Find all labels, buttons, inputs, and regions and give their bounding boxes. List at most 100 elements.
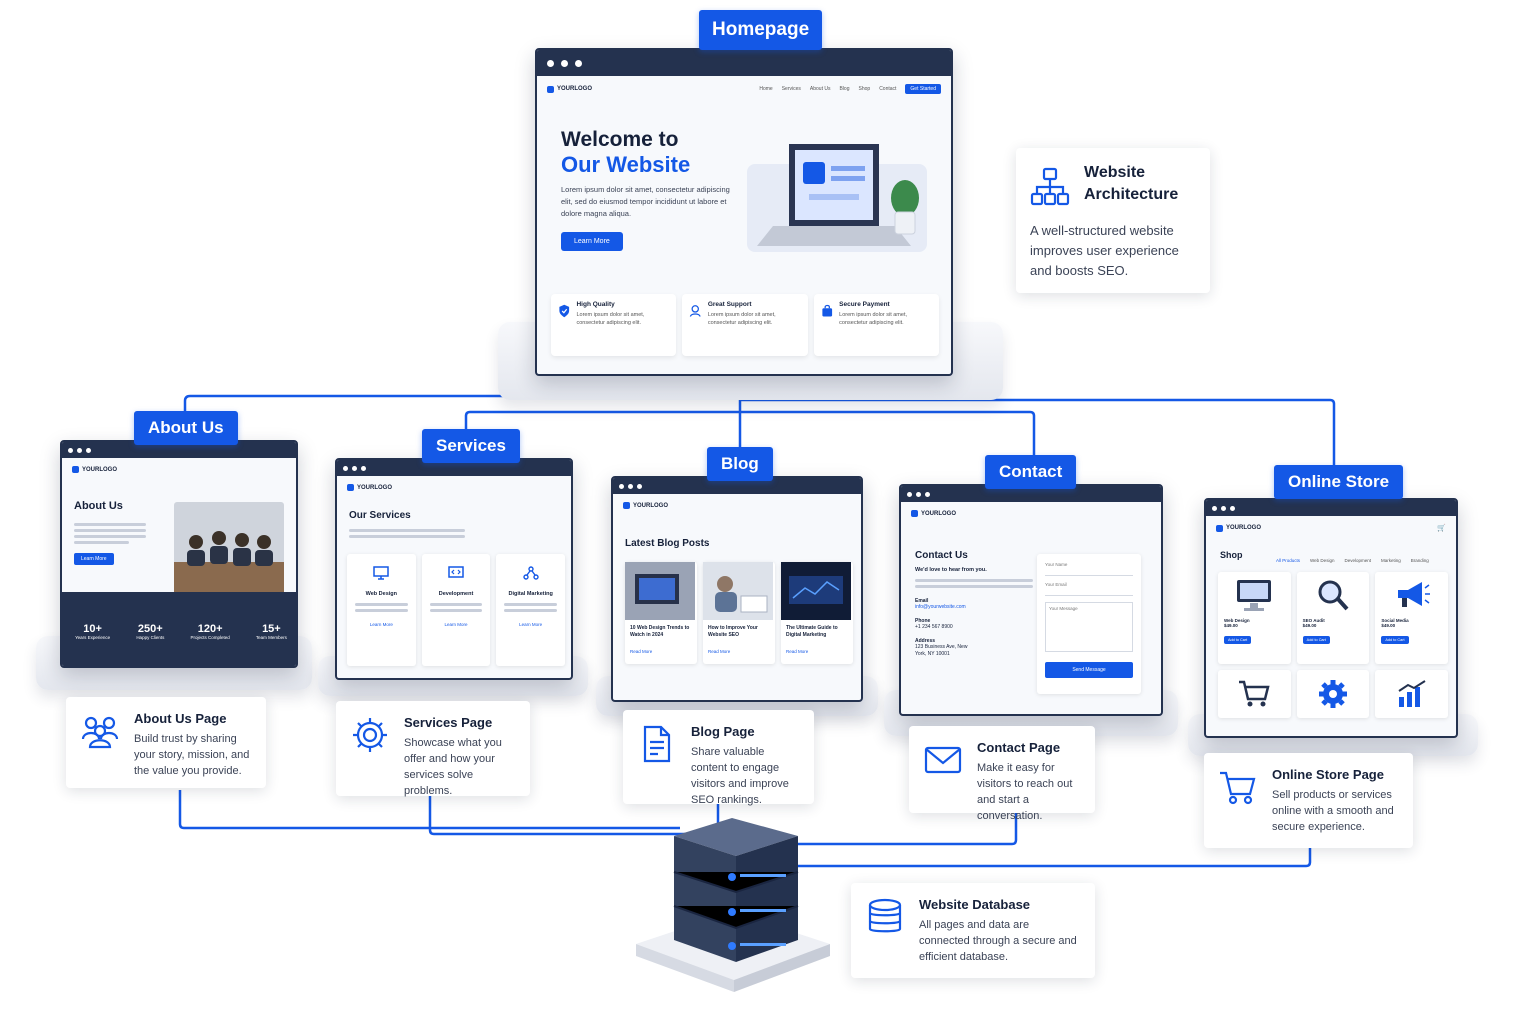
monitor-icon [373,566,390,580]
blog-heading: Latest Blog Posts [625,538,710,549]
services-card-text: Showcase what you offer and how your ser… [404,737,502,797]
logo-icon [623,502,630,509]
database-card-title: Website Database [919,897,1031,912]
about-nav: YOURLOGO [62,458,296,481]
read-more-link[interactable]: Read More [786,649,809,654]
hero-learn-more-button[interactable]: Learn More [561,232,623,251]
service-link[interactable]: Learn More [369,622,393,627]
cart-icon[interactable]: 🛒 [1437,525,1446,532]
product-tile [1218,670,1291,718]
add-to-cart-button[interactable]: Add to Cart [1224,636,1252,644]
window-bar [337,460,571,476]
store-filters: All Products Web Design Development Mark… [1276,558,1429,563]
contact-form: Your Name Your Email Your Message Send M… [1037,554,1141,694]
mail-icon [924,746,962,774]
database-server [636,818,830,992]
people-icon [81,716,119,749]
contact-subheading: We'd love to hear from you. [915,567,987,573]
sitemap-icon [1030,167,1070,205]
filter-all[interactable]: All Products [1276,558,1301,563]
post-image [703,562,773,620]
blog-nav: YOURLOGO [613,494,861,517]
contact-phone: +1 234 567 8900 [915,624,953,630]
window-bar [901,486,1161,502]
nav-services[interactable]: Services [781,86,801,92]
service-card: Digital Marketing Learn More [496,554,566,666]
stat: 10+Years Experience [75,622,111,640]
architecture-text: A well-structured website improves user … [1030,223,1179,278]
cart-icon [1220,771,1256,805]
feature-text: Lorem ipsum dolor sit amet, consectetur … [839,312,907,326]
shield-icon [559,304,570,318]
contact-heading: Contact Us [915,550,968,561]
code-icon [448,566,464,578]
product-grid: Web Design $49.00 Add to Cart SEO Audit … [1218,572,1448,718]
contact-tag: Contact [985,455,1077,489]
logo-icon [1216,524,1223,532]
window-bar [62,442,296,458]
about-stats: 10+Years Experience 250+Happy Clients 12… [62,592,296,666]
service-link[interactable]: Learn More [444,622,468,627]
name-field[interactable]: Your Name [1045,562,1133,576]
get-started-button[interactable]: Get Started [905,84,941,94]
nav-about[interactable]: About Us [809,86,831,92]
filter-development[interactable]: Development [1344,558,1371,563]
gear-icon [353,718,387,752]
about-tag: About Us [134,411,238,445]
read-more-link[interactable]: Read More [630,649,653,654]
filter-branding[interactable]: Branding [1410,558,1429,563]
feature-title: High Quality [576,301,615,308]
services-nav: YOURLOGO [337,476,571,499]
team-photo [174,502,284,594]
homepage-tag: Homepage [699,10,823,50]
product-card: Web Design $49.00 Add to Cart [1218,572,1291,664]
add-to-cart-button[interactable]: Add to Cart [1381,636,1409,644]
document-icon [643,725,671,763]
homepage-screen: YOURLOGO Home Services About Us Blog Sho… [535,48,953,376]
product-tile [1375,670,1448,718]
window-bar [613,478,861,494]
hero-title-line2: Our Website [561,152,691,177]
blog-card-title: Blog Page [691,724,755,739]
about-screen: YOURLOGO About Us Learn More 10+Years Ex… [60,440,298,668]
network-icon [522,566,539,580]
message-field[interactable]: Your Message [1045,602,1133,652]
about-learn-more-button[interactable]: Learn More [74,553,114,565]
homepage-nav: YOURLOGO Home Services About Us Blog Sho… [537,76,951,102]
contact-card-title: Contact Page [977,740,1061,755]
window-bar [537,50,951,76]
feature-text: Lorem ipsum dolor sit amet, consectetur … [576,312,645,326]
store-tag: Online Store [1274,465,1404,499]
contact-email[interactable]: info@yourwebsite.com [915,604,966,610]
filter-marketing[interactable]: Marketing [1380,558,1401,563]
email-field[interactable]: Your Email [1045,576,1133,596]
read-more-link[interactable]: Read More [708,649,731,654]
store-heading: Shop [1220,550,1243,560]
megaphone-icon [1397,582,1430,607]
blog-post: 10 Web Design Trends to Watch in 2024 Re… [625,562,697,664]
feature-title: Great Support [707,301,752,308]
window-bar [1206,500,1456,516]
blog-tag: Blog [707,447,773,481]
stat: 250+Happy Clients [136,622,165,640]
filter-web-design[interactable]: Web Design [1310,558,1335,563]
nav-blog[interactable]: Blog [839,86,850,92]
hero-text: Lorem ipsum dolor sit amet, consectetur … [561,185,730,218]
nav-contact[interactable]: Contact [879,86,897,92]
services-screen: YOURLOGO Our Services Web Design Learn M… [335,458,573,680]
nav-home[interactable]: Home [759,86,773,92]
blog-card-text: Share valuable content to engage visitor… [691,746,789,806]
send-message-button[interactable]: Send Message [1045,662,1133,678]
database-card-text: All pages and data are connected through… [919,919,1077,963]
bag-icon [822,304,832,317]
add-to-cart-button[interactable]: Add to Cart [1302,636,1330,644]
nav-shop[interactable]: Shop [858,86,871,92]
service-link[interactable]: Learn More [519,622,543,627]
